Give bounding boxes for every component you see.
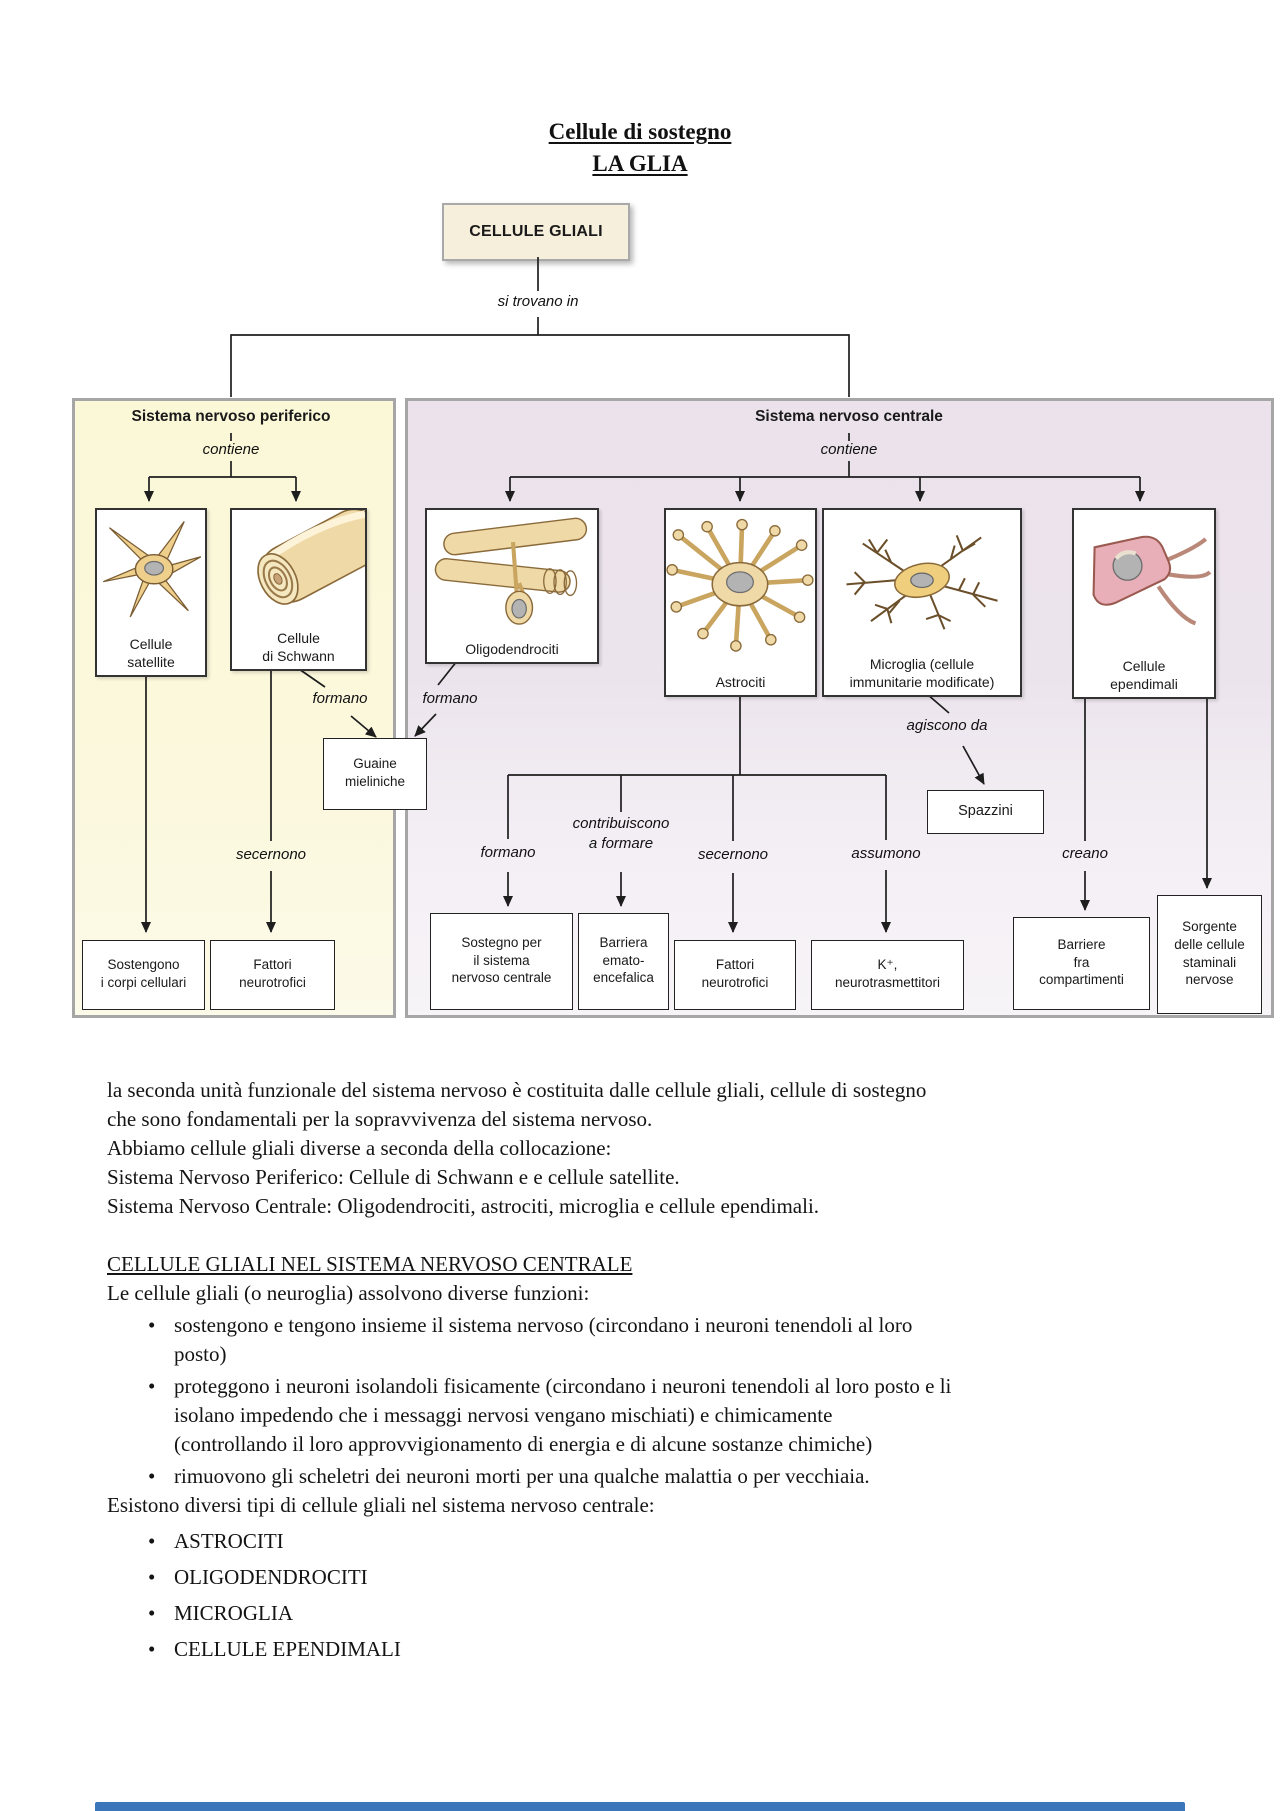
list-item: • OLIGODENDROCITI bbox=[107, 1563, 1227, 1592]
node-label: Sostegno per il sistema nervoso centrale bbox=[451, 935, 552, 986]
list-item-text: ASTROCITI bbox=[174, 1529, 284, 1553]
oligodendrocyte-illustration bbox=[434, 517, 588, 625]
page-subtitle: LA GLIA bbox=[592, 151, 688, 176]
node-label: Barriera emato- encefalica bbox=[593, 935, 654, 986]
node-barriera-emato-encefalica: Barriera emato- encefalica bbox=[578, 913, 669, 1010]
edge-label-contiene-snc: contiene bbox=[820, 441, 878, 458]
body-text: la seconda unità funzionale del sistema … bbox=[107, 1076, 1227, 1664]
node-cellule-di-schwann: Cellule di Schwann bbox=[230, 508, 367, 671]
satellite-cell-illustration bbox=[102, 521, 202, 618]
edge-label-formano-oligo: formano bbox=[422, 690, 478, 707]
node-guaine-mieliniche: Guaine mieliniche bbox=[323, 738, 427, 810]
edge-label-contiene-snp: contiene bbox=[202, 441, 260, 458]
bullet-icon: • bbox=[148, 1464, 156, 1488]
list-item-text: MICROGLIA bbox=[174, 1601, 293, 1625]
node-cellule-ependimali: Cellule ependimali bbox=[1072, 508, 1216, 699]
node-label: K⁺, neurotrasmettitori bbox=[834, 957, 941, 990]
list-item: • proteggono i neuroni isolandoli fisica… bbox=[107, 1372, 1227, 1459]
node-label: Sostengono i corpi cellulari bbox=[100, 957, 187, 990]
bullet-icon: • bbox=[148, 1601, 156, 1625]
node-cellule-gliali: CELLULE GLIALI bbox=[442, 203, 630, 261]
panel-title-snc: Sistema nervoso centrale bbox=[755, 408, 943, 425]
connector-lines bbox=[140, 257, 1213, 934]
panel-title-snp: Sistema nervoso periferico bbox=[131, 408, 331, 425]
page-title: Cellule di sostegno bbox=[548, 119, 732, 144]
edge-label-agiscono-da: agiscono da bbox=[906, 717, 988, 734]
node-oligodendrociti: Oligodendrociti bbox=[425, 508, 599, 664]
node-label: Sorgente delle cellule staminali nervose bbox=[1174, 919, 1245, 988]
edge-label-contribuiscono-a-formare: contribuiscono a formare bbox=[572, 815, 670, 852]
node-spazzini: Spazzini bbox=[927, 790, 1044, 834]
node-fattori-neurotrofici-snc: Fattori neurotrofici bbox=[674, 940, 796, 1010]
list-item: • CELLULE EPENDIMALI bbox=[107, 1635, 1227, 1664]
edge-label-secernono-snp: secernono bbox=[235, 846, 307, 863]
node-fattori-neurotrofici-snp: Fattori neurotrofici bbox=[210, 940, 335, 1010]
edge-label-si-trovano-in: si trovano in bbox=[497, 293, 579, 310]
list-item: • rimuovono gli scheletri dei neuroni mo… bbox=[107, 1462, 1227, 1491]
node-barriere-fra-compartimenti: Barriere fra compartimenti bbox=[1013, 917, 1150, 1010]
node-label: Barriere fra compartimenti bbox=[1039, 937, 1124, 988]
node-label: Cellule di Schwann bbox=[262, 629, 335, 664]
node-label: Fattori neurotrofici bbox=[239, 957, 306, 990]
panel-sistema-nervoso-periferico bbox=[72, 398, 396, 1018]
edge-label-creano: creano bbox=[1062, 845, 1108, 862]
list-item-text: OLIGODENDROCITI bbox=[174, 1565, 368, 1589]
list-item: • ASTROCITI bbox=[107, 1527, 1227, 1556]
node-label: Cellule ependimali bbox=[1110, 657, 1178, 692]
bullet-icon: • bbox=[148, 1637, 156, 1661]
section-heading: CELLULE GLIALI NEL SISTEMA NERVOSO CENTR… bbox=[107, 1252, 633, 1276]
bullet-icon: • bbox=[148, 1565, 156, 1589]
edge-label-assumono: assumono bbox=[851, 845, 921, 862]
footer-accent-bar bbox=[95, 1802, 1185, 1811]
list-item: • MICROGLIA bbox=[107, 1599, 1227, 1628]
list-item-text: proteggono i neuroni isolandoli fisicame… bbox=[174, 1374, 952, 1456]
bullet-icon: • bbox=[148, 1374, 156, 1398]
node-label: Spazzini bbox=[958, 802, 1013, 819]
node-label: Microglia (cellule immunitarie modificat… bbox=[849, 655, 995, 690]
list-item-text: rimuovono gli scheletri dei neuroni mort… bbox=[174, 1464, 870, 1488]
node-label: Oligodendrociti bbox=[465, 640, 559, 657]
microglia-cell-illustration bbox=[846, 534, 998, 630]
node-microglia: Microglia (cellule immunitarie modificat… bbox=[822, 508, 1022, 697]
list-item-text: CELLULE EPENDIMALI bbox=[174, 1637, 401, 1661]
node-label: Guaine mieliniche bbox=[344, 756, 406, 789]
astrocyte-illustration bbox=[666, 518, 814, 652]
intro-paragraph: la seconda unità funzionale del sistema … bbox=[107, 1078, 927, 1218]
node-astrociti: Astrociti bbox=[664, 508, 817, 697]
edge-label-secernono-astro: secernono bbox=[697, 846, 769, 863]
bullet-icon: • bbox=[148, 1313, 156, 1337]
node-sostegno-sistema-nervoso-centrale: Sostegno per il sistema nervoso centrale bbox=[430, 913, 573, 1010]
edge-label-formano-astro: formano bbox=[480, 844, 536, 861]
node-label: Astrociti bbox=[715, 673, 766, 690]
bullet-icon: • bbox=[148, 1529, 156, 1553]
types-intro: Esistono diversi tipi di cellule gliali … bbox=[107, 1493, 655, 1517]
list-item-text: sostengono e tengono insieme il sistema … bbox=[174, 1313, 913, 1366]
schwann-cell-illustration bbox=[257, 510, 365, 605]
node-cellule-satellite: Cellule satellite bbox=[95, 508, 207, 677]
node-sorgente-cellule-staminali: Sorgente delle cellule staminali nervose bbox=[1157, 895, 1262, 1014]
node-label: Cellule satellite bbox=[127, 635, 175, 670]
edge-label-formano-schwann: formano bbox=[312, 690, 368, 707]
ependymal-cell-illustration bbox=[1092, 535, 1212, 626]
list-item: • sostengono e tengono insieme il sistem… bbox=[107, 1311, 1227, 1369]
node-k-neurotrasmettitori: K⁺, neurotrasmettitori bbox=[811, 940, 964, 1010]
node-label: Fattori neurotrofici bbox=[701, 957, 769, 990]
node-sostengono-corpi-cellulari: Sostengono i corpi cellulari bbox=[82, 940, 205, 1010]
functions-intro: Le cellule gliali (o neuroglia) assolvon… bbox=[107, 1281, 590, 1305]
